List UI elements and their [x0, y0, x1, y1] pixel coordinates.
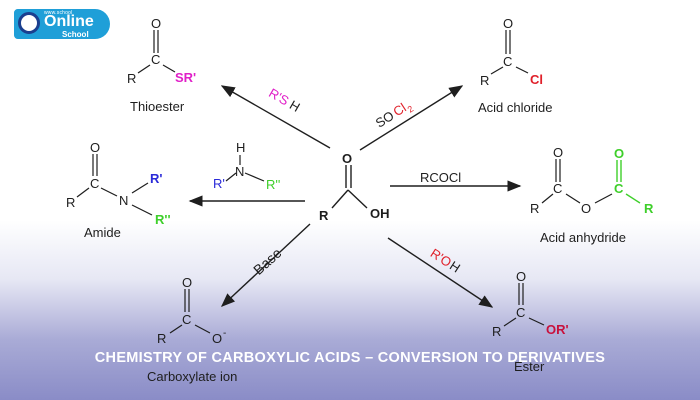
anhydride-r-1: R	[530, 201, 539, 216]
amide-r-label: R	[66, 195, 75, 210]
acid-oxygen-label: O	[342, 151, 352, 166]
amine-reagent: H N R' R''	[213, 140, 280, 192]
carboxylate-charge-label: -	[223, 328, 226, 339]
amide-nitrogen-label: N	[119, 193, 128, 208]
amine-r-prime-label: R'	[213, 176, 225, 191]
anhydride-reagent: RCOCl	[420, 170, 461, 185]
arrow-to-thioester	[220, 85, 331, 149]
carboxylate-r-label: R	[157, 331, 166, 346]
amide-name: Amide	[84, 225, 121, 240]
logo-emblem-icon	[18, 12, 40, 34]
amine-r-double-prime-label: R''	[266, 177, 280, 192]
thioester-r-label: R	[127, 71, 136, 86]
ester-or-label: OR'	[546, 322, 569, 337]
ester-carbon-label: C	[516, 305, 525, 320]
amide-oxygen-label: O	[90, 140, 100, 155]
acid-chloride-reagent: SO Cl 2	[373, 100, 416, 131]
anhydride-carbon-2: C	[614, 181, 624, 196]
base-reagent: Base	[250, 245, 285, 278]
acid-oh-label: OH	[370, 206, 390, 221]
amide-structure: O C R N R' R'' Amide	[66, 140, 171, 240]
amine-h-label: H	[236, 140, 245, 155]
carboxylate-structure: O C R O - Carboxylate ion	[147, 275, 237, 384]
anhydride-r-2: R	[644, 201, 654, 216]
ester-structure: O C R OR' Ester	[492, 269, 569, 374]
carboxylate-carbon-label: C	[182, 312, 191, 327]
anhydride-bridge-oxygen: O	[581, 201, 591, 216]
amide-carbon-label: C	[90, 176, 99, 191]
ester-r-label: R	[492, 324, 501, 339]
acid-chloride-structure: O C R Cl Acid chloride	[478, 16, 552, 115]
carboxylate-oxygen-label: O	[182, 275, 192, 290]
thioester-oxygen-label: O	[151, 16, 161, 31]
logo-sub-text: School	[62, 30, 89, 39]
arrow-to-ester	[387, 237, 494, 308]
anhydride-carbon-1: C	[553, 181, 562, 196]
acid-chloride-cl-label: Cl	[530, 72, 543, 87]
acid-chloride-r-label: R	[480, 73, 489, 88]
thioester-sr-label: SR'	[175, 70, 196, 85]
arrow-to-carboxylate	[220, 223, 311, 307]
online-school-logo[interactable]: www.school Online School	[14, 6, 110, 40]
anhydride-structure: RCOCl O C R O O C R Acid anhydride	[420, 145, 654, 245]
logo-main-text: Online	[44, 13, 94, 30]
socl2-subscript: 2	[406, 104, 416, 115]
logo-small-text: www.school	[44, 10, 73, 16]
carboxylate-o-minus-label: O	[212, 331, 222, 346]
amine-n-label: N	[235, 164, 244, 179]
acid-chloride-oxygen-label: O	[503, 16, 513, 31]
anhydride-oxygen-1: O	[553, 145, 563, 160]
base-label: Base	[250, 245, 285, 278]
amide-r-double-prime-label: R''	[155, 212, 171, 227]
page-title: CHEMISTRY OF CARBOXYLIC ACIDS – CONVERSI…	[94, 350, 606, 366]
anhydride-name: Acid anhydride	[540, 230, 626, 245]
thioester-reagent-rs: R'S	[266, 85, 292, 108]
ester-oxygen-label: O	[516, 269, 526, 284]
ester-name: Ester	[514, 359, 545, 374]
acid-r-label: R	[319, 208, 329, 223]
carboxylate-name: Carboxylate ion	[147, 369, 237, 384]
ester-reagent: R'O H	[428, 245, 463, 275]
thioester-reagent: R'S H	[266, 85, 302, 115]
thioester-reagent-h: H	[287, 97, 303, 115]
arrow-to-acid-chloride	[359, 85, 464, 151]
thioester-structure: O C R SR' Thioester	[127, 16, 196, 114]
acid-chloride-carbon-label: C	[503, 54, 512, 69]
acid-chloride-name: Acid chloride	[478, 100, 552, 115]
thioester-carbon-label: C	[151, 52, 160, 67]
thioester-name: Thioester	[130, 99, 185, 114]
amide-r-prime-label: R'	[150, 171, 162, 186]
carboxylic-acid-structure: O R OH	[319, 151, 390, 223]
anhydride-oxygen-2: O	[614, 146, 624, 161]
